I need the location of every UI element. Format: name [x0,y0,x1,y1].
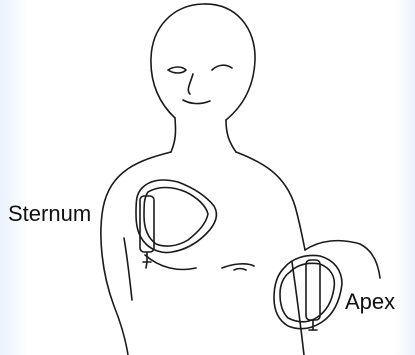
left-torso-line [124,238,132,300]
apex-label: Apex [345,291,395,313]
nipple-mark [234,269,246,271]
sternum-label: Sternum [8,203,91,225]
neck-left [171,118,176,152]
right-shoulder-arm [236,152,305,250]
nose [188,74,193,94]
left-eye [168,67,186,73]
right-eye [212,65,232,70]
mouth [183,100,210,104]
right-torso-line [292,262,304,355]
sternum-pad [136,180,216,268]
chest-center [222,264,254,268]
neck-right [226,120,236,152]
apex-pad [274,256,342,331]
left-chest-line [145,255,196,269]
left-shoulder-arm [101,152,171,355]
